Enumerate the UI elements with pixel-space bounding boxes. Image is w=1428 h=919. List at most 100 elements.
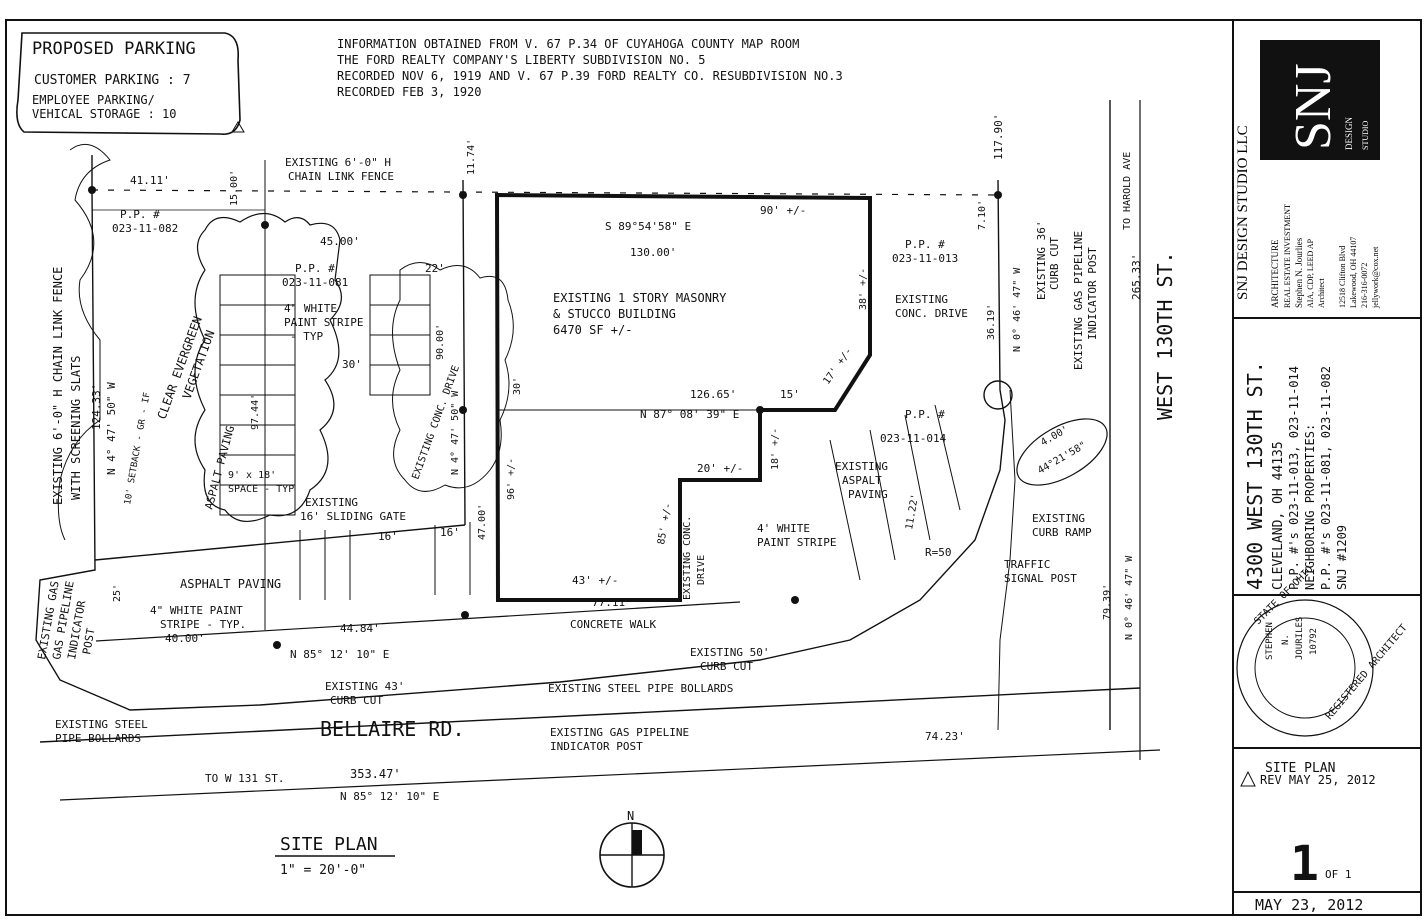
dim-4500: 45.00' xyxy=(320,235,360,248)
traffic-1: TRAFFIC xyxy=(1004,558,1050,571)
dim-16a: 16' xyxy=(378,530,398,543)
sliding-gate-1: EXISTING xyxy=(305,496,358,509)
bearing-mid: N 87° 08' 39" E xyxy=(640,408,739,421)
curb-ramp-2: CURB RAMP xyxy=(1032,526,1092,539)
conc-drive-1: EXISTING xyxy=(895,293,948,306)
stripe-b-2: PAINT STRIPE xyxy=(757,536,836,549)
dim-17: 17' +/- xyxy=(821,346,854,387)
dim-30: 30' xyxy=(342,358,362,371)
conc-drive-b-2: DRIVE xyxy=(696,555,707,585)
tb-subtitle: REAL ESTATE INVESTMENT xyxy=(1283,204,1292,308)
bollards-left-2: PIPE BOLLARDS xyxy=(55,732,141,745)
building-label-2: & STUCCO BUILDING xyxy=(553,307,676,321)
dim-12414: 124.33' xyxy=(90,384,103,430)
dim-7939: 79.39' xyxy=(1102,584,1113,620)
project-city: CLEVELAND, OH 44135 xyxy=(1271,441,1286,590)
fence-label-1: EXISTING 6'-0" H xyxy=(285,156,391,169)
employee-parking-2: VEHICAL STORAGE : 10 xyxy=(32,107,177,121)
bollards-left-1: EXISTING STEEL xyxy=(55,718,148,731)
vegetation-cloud xyxy=(194,212,342,522)
site-plan-title: SITE PLAN xyxy=(280,834,378,855)
conc-drive-2: CONC. DRIVE xyxy=(895,307,968,320)
utility-poles xyxy=(88,186,1002,649)
pp-013-number: 023-11-013 xyxy=(892,252,958,265)
pp-081-label: P.P. # xyxy=(295,262,335,275)
dim-1500: 15.00' xyxy=(229,170,240,206)
architect-name: Stephen N. Jourlies xyxy=(1294,237,1304,308)
email: jellywork@cox.net xyxy=(1371,246,1380,309)
dim-1174: 11.74' xyxy=(466,139,477,175)
dim-13000: 130.00' xyxy=(630,246,676,259)
asphalt-new-3: PAVING xyxy=(848,488,888,501)
bearing-road: N 85° 12' 10" E xyxy=(340,790,439,803)
pp-082-label: P.P. # xyxy=(120,208,160,221)
dim-4700: 47.00' xyxy=(477,504,488,540)
stripe-1: 4" WHITE xyxy=(284,302,337,315)
logo-side-2: STUDIO xyxy=(1361,120,1370,150)
corner-circle xyxy=(983,380,1013,410)
dim-96: 96' +/- xyxy=(506,458,517,500)
dim-3619: 36.19' xyxy=(986,304,997,340)
stripe-b-1: 4' WHITE xyxy=(757,522,810,535)
dim-1122: 11.22' xyxy=(904,493,921,530)
to-131: TO W 131 ST. xyxy=(205,772,284,785)
bearing-bot: N 85° 12' 10" E xyxy=(290,648,389,661)
stripe-c-2: STRIPE - TYP. xyxy=(160,618,246,631)
dim-38: 38' +/- xyxy=(858,268,869,310)
space-1: 9' x 18' xyxy=(228,470,276,481)
role: Architect xyxy=(1317,277,1326,308)
setback: 10' SETBACK - GR - IF xyxy=(123,392,153,506)
sheet-number: 1 xyxy=(1290,836,1319,892)
pp-014-number: 023-11-014 xyxy=(880,432,947,445)
dim-22: 22' xyxy=(425,262,445,275)
property-lines xyxy=(35,100,1161,801)
revision: REV MAY 25, 2012 xyxy=(1260,773,1376,787)
curb-ramp-1: EXISTING xyxy=(1032,512,1085,525)
dim-85: 85' +/- xyxy=(656,502,674,545)
pp-013-label: P.P. # xyxy=(905,238,945,251)
parking-title: PROPOSED PARKING xyxy=(32,39,196,59)
svg-text:JOURILES: JOURILES xyxy=(1295,617,1305,660)
project-neighbor-pp: P.P. #'s 023-11-081, 023-11-082 xyxy=(1319,366,1333,590)
bellaire-road: BELLAIRE RD. xyxy=(320,717,465,741)
north-label: N xyxy=(627,809,634,823)
curb-cut-r-1: EXISTING 36' xyxy=(1035,221,1048,300)
stripe-3: - TYP xyxy=(290,330,323,343)
space-2: SPACE - TYP xyxy=(228,484,294,495)
curb-43-2: CURB CUT xyxy=(330,694,383,707)
svg-text:THE FORD REALTY COMPANY'S LIBE: THE FORD REALTY COMPANY'S LIBERTY SUBDIV… xyxy=(337,53,705,67)
bearing-l: N 4° 47' 50" W xyxy=(105,382,118,475)
svg-text:RECORDED FEB 3, 1920: RECORDED FEB 3, 1920 xyxy=(337,85,482,99)
address-2: Lakewood, OH 44107 xyxy=(1349,237,1358,308)
dim-15: 15' xyxy=(780,388,800,401)
radius: R=50 xyxy=(925,546,952,559)
project-neighbors: NEIGHBORING PROPERTIES: xyxy=(1303,424,1317,590)
revision-triangle-icon xyxy=(231,121,245,133)
building-label-3: 6470 SF +/- xyxy=(553,323,632,337)
credentials: AIA, CDP, LEED AP xyxy=(1306,238,1315,308)
svg-text:STEPHEN: STEPHEN xyxy=(1265,622,1275,660)
dim-12665: 126.65' xyxy=(690,388,736,401)
curb-43-1: EXISTING 43' xyxy=(325,680,404,693)
north-arrow-icon: N xyxy=(599,809,665,888)
concrete-walk: CONCRETE WALK xyxy=(570,618,656,631)
dim-7711: 77.11' xyxy=(592,596,632,609)
building-outline xyxy=(494,192,872,602)
fence-left-2: WITH SCREENING SLATS xyxy=(69,356,83,501)
svg-text:REGISTERED ARCHITECT: REGISTERED ARCHITECT xyxy=(1324,623,1410,722)
gas-left-4: POST xyxy=(80,627,97,656)
project-pp: P.P. #'s 023-11-013, 023-11-014 xyxy=(1287,366,1301,590)
dim-26533: 265.33' xyxy=(1130,254,1143,300)
curb-50-1: EXISTING 50' xyxy=(690,646,769,659)
dim-30v: 30' xyxy=(512,377,523,395)
arc-callout xyxy=(1016,418,1108,486)
phone: 216-316-0072 xyxy=(1360,263,1369,308)
dim-18: 18' +/- xyxy=(770,428,781,470)
west-130-street: WEST 130TH ST. xyxy=(1153,251,1177,420)
building-label-1: EXISTING 1 STORY MASONRY xyxy=(553,291,727,305)
drive-cloud xyxy=(392,262,514,492)
fence-cloud-left xyxy=(57,143,111,541)
dim-7423: 74.23' xyxy=(925,730,965,743)
pp-081-number: 023-11-081 xyxy=(282,276,348,289)
